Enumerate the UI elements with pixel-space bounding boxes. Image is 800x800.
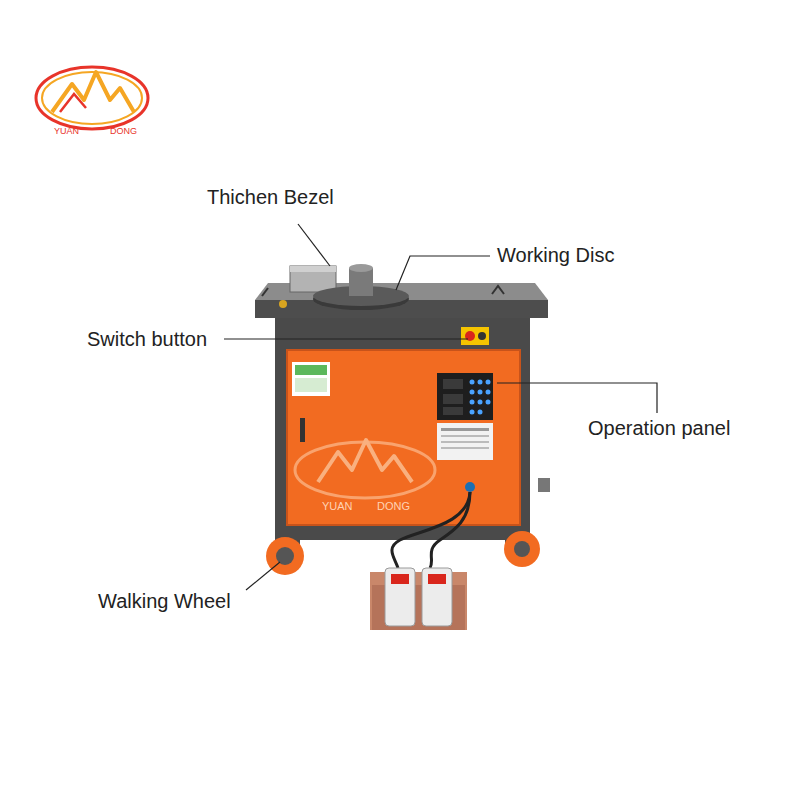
part-name: Walking Wheel [98,590,231,612]
logo-text: YUAN [54,127,79,137]
part-name: Thichen Bezel [207,186,334,208]
logo-text: DONG [110,127,137,137]
part-name: Operation panel [588,417,730,439]
part-name: Switch button [87,328,207,350]
watermark: DONG [377,500,410,512]
watermark: YUAN [322,500,353,512]
logo [36,67,148,129]
leader-lines [224,224,657,590]
part-name: Working Disc [497,244,614,266]
